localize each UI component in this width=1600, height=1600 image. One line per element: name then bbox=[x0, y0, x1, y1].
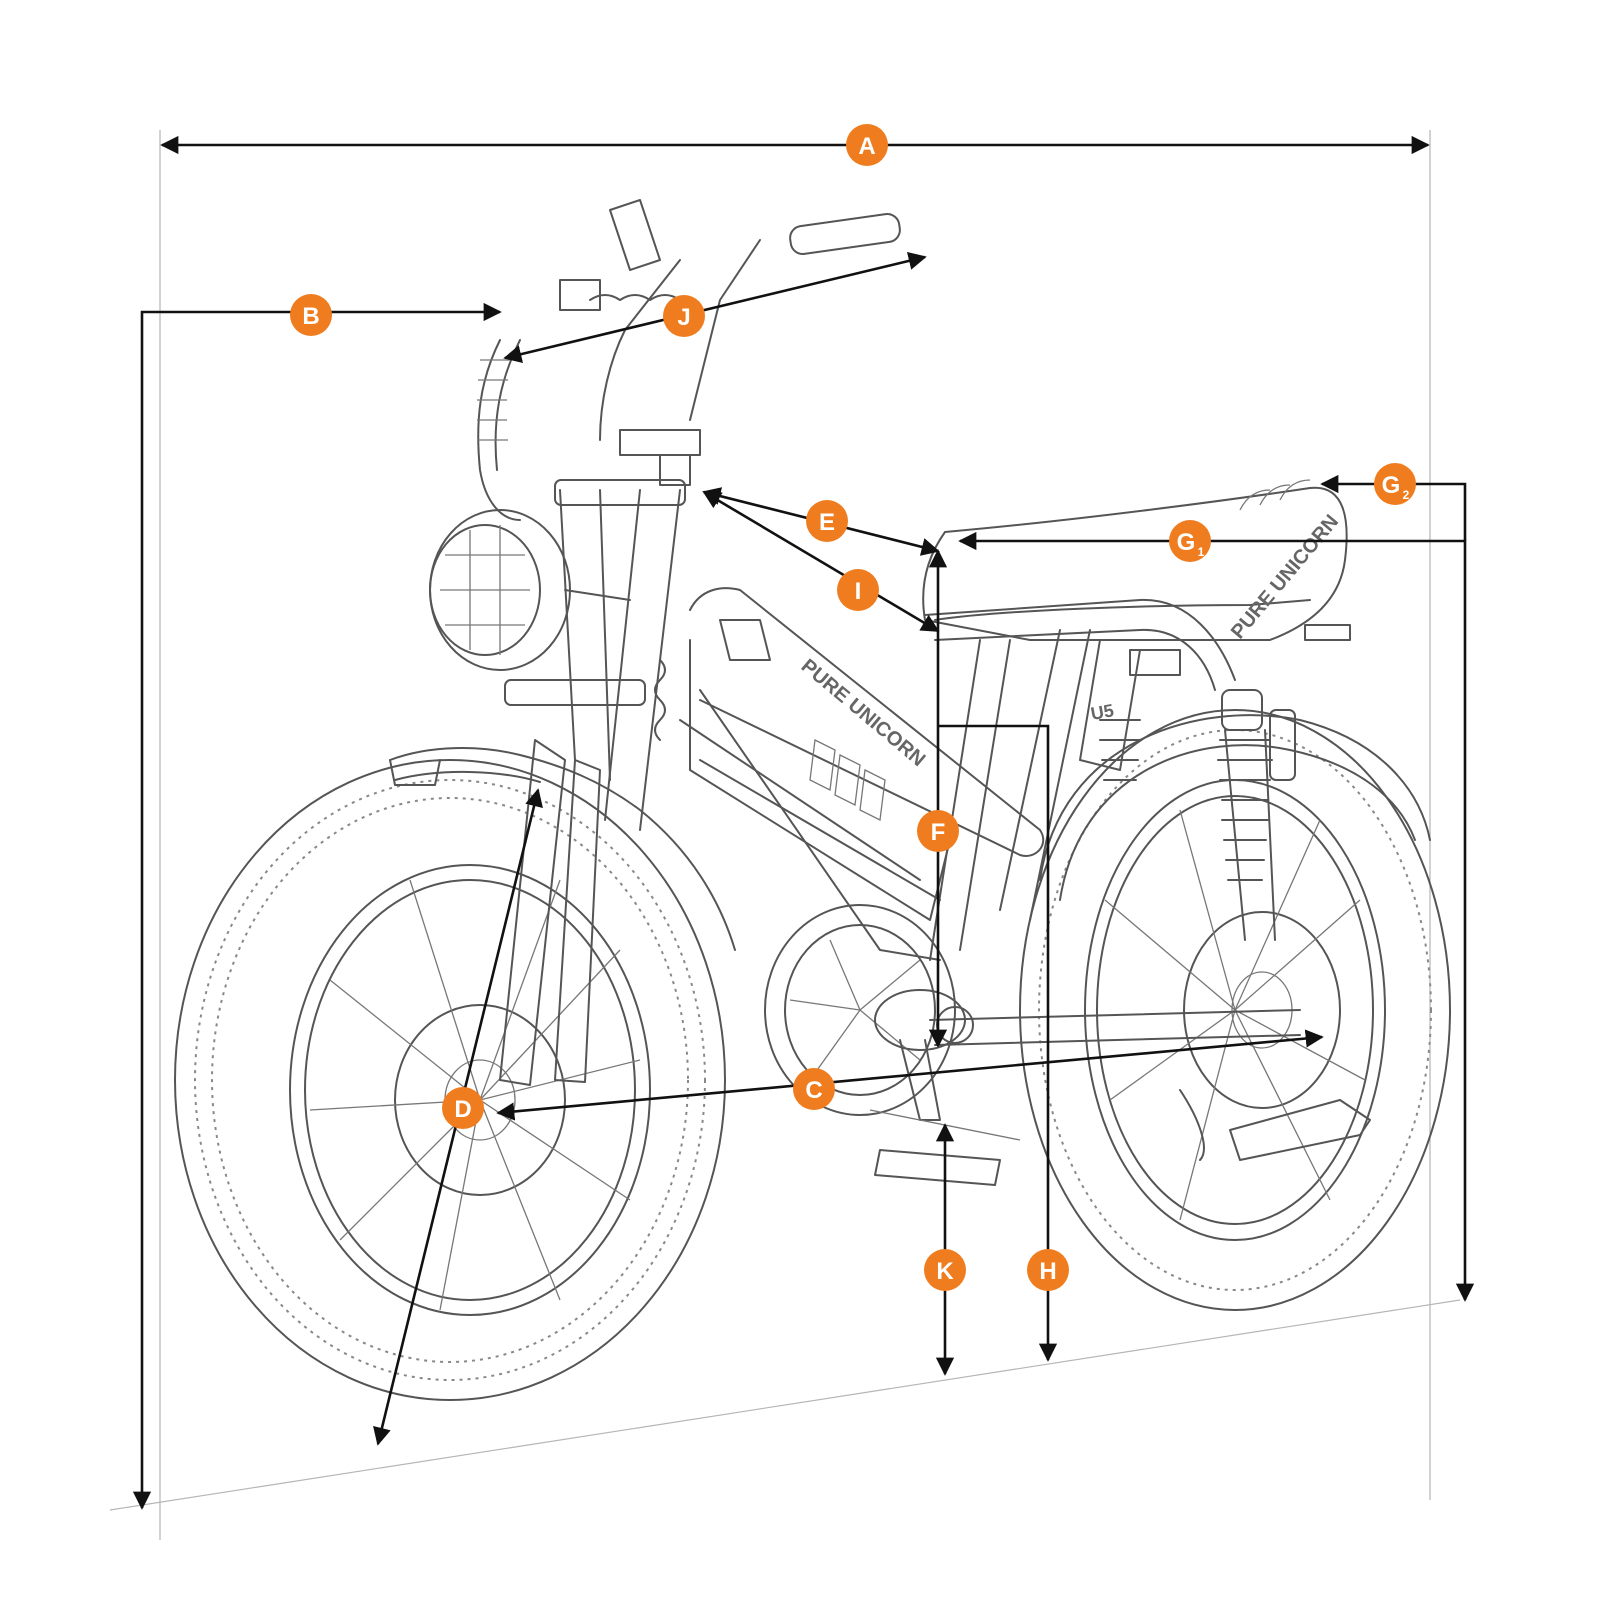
badge-k: K bbox=[924, 1249, 966, 1291]
seat-brand-text: PURE UNICORN bbox=[1227, 511, 1343, 643]
reference-lines bbox=[109, 130, 1461, 1540]
dimension-lines bbox=[132, 135, 1475, 1510]
badge-i: I bbox=[837, 569, 879, 611]
frame-brand-text: PURE UNICORN bbox=[797, 655, 929, 771]
dimension-line-g1 bbox=[958, 531, 1475, 1302]
svg-text:H: H bbox=[1039, 1258, 1056, 1285]
svg-text:D: D bbox=[454, 1096, 471, 1123]
badge-g1: G 1 bbox=[1169, 520, 1211, 562]
dimension-line-i bbox=[702, 490, 940, 633]
badge-c: C bbox=[793, 1068, 835, 1110]
badge-b: B bbox=[290, 294, 332, 336]
badge-f: F bbox=[917, 810, 959, 852]
svg-text:1: 1 bbox=[1198, 545, 1205, 559]
svg-text:C: C bbox=[805, 1077, 822, 1104]
svg-text:A: A bbox=[858, 133, 875, 160]
svg-text:E: E bbox=[819, 509, 835, 536]
svg-text:2: 2 bbox=[1403, 488, 1410, 502]
svg-text:J: J bbox=[677, 304, 690, 331]
dimension-line-g2 bbox=[1320, 474, 1467, 541]
badge-j: J bbox=[663, 295, 705, 337]
bike-illustration: PURE UNICORN PURE UNICORN U5 bbox=[174, 199, 1451, 1401]
front-fork bbox=[499, 479, 686, 1086]
front-wheel bbox=[174, 759, 726, 1401]
svg-text:F: F bbox=[931, 819, 946, 846]
badge-g2: G 2 bbox=[1374, 463, 1416, 505]
drivetrain bbox=[764, 904, 1301, 1186]
rear-shock bbox=[1099, 689, 1296, 941]
badge-a: A bbox=[846, 124, 888, 166]
svg-text:G: G bbox=[1177, 529, 1196, 556]
svg-text:G: G bbox=[1382, 472, 1401, 499]
svg-text:I: I bbox=[855, 578, 862, 605]
dimension-line-b bbox=[132, 302, 502, 1510]
seat bbox=[922, 479, 1348, 641]
badge-h: H bbox=[1027, 1249, 1069, 1291]
dimension-line-j bbox=[503, 251, 927, 364]
badge-d: D bbox=[442, 1087, 484, 1129]
headlight bbox=[429, 509, 631, 671]
badge-e: E bbox=[806, 500, 848, 542]
svg-text:B: B bbox=[302, 303, 319, 330]
model-text: U5 bbox=[1089, 700, 1115, 724]
handlebar bbox=[477, 199, 901, 521]
svg-text:K: K bbox=[936, 1258, 954, 1285]
